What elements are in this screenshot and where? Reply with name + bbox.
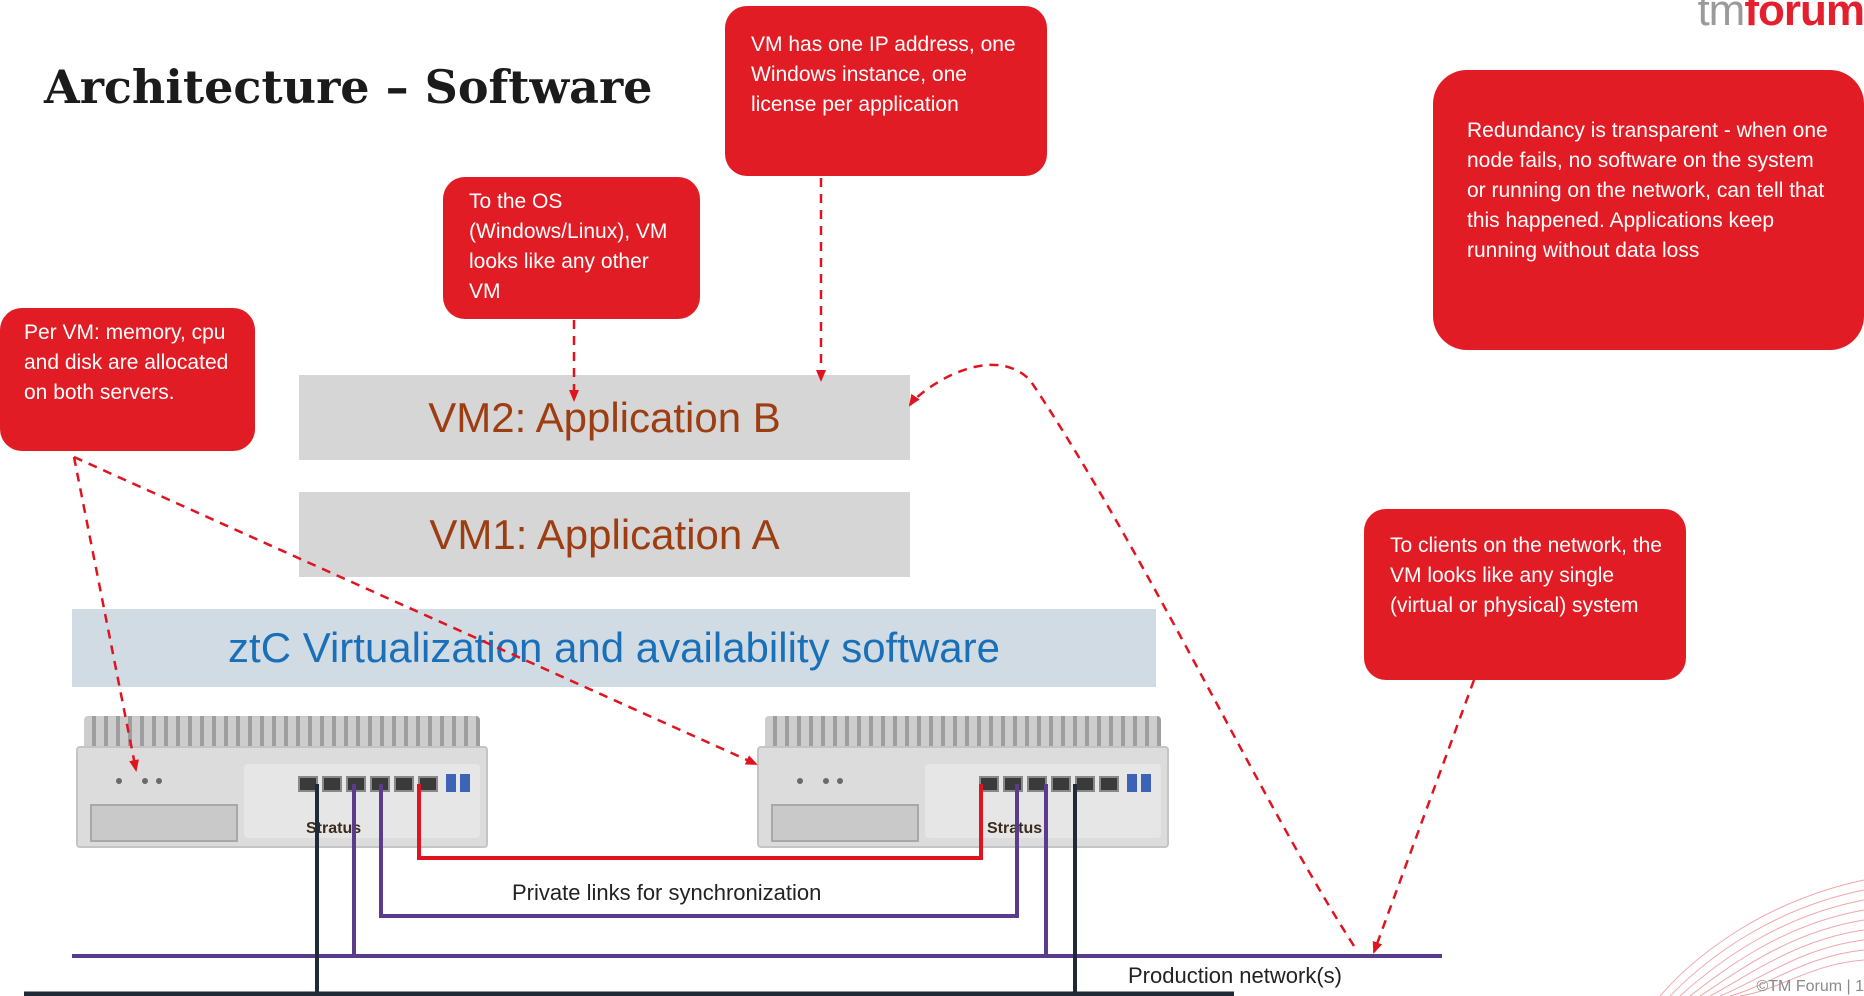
ethernet-port: [322, 776, 342, 792]
drive-bay: [90, 804, 238, 842]
status-led: [116, 778, 122, 784]
callout-clients: To clients on the network, the VM looks …: [1364, 509, 1686, 680]
callout-vm-ip: VM has one IP address, one Windows insta…: [725, 6, 1047, 176]
vm1-label: VM1: Application A: [429, 510, 780, 558]
server-brand: Stratus: [306, 820, 362, 837]
usb-port: [1127, 774, 1137, 792]
decorative-swirl: [1659, 879, 1864, 996]
sync-link-red: [417, 784, 983, 860]
status-led: [142, 778, 148, 784]
vm1-application-a-bar: VM1: Application A: [299, 492, 910, 577]
heatsink-fins: [765, 716, 1161, 750]
status-led: [797, 778, 803, 784]
vm2-label: VM2: Application B: [428, 393, 781, 441]
usb-port: [446, 774, 456, 792]
arrow-clients-to-network: [1372, 679, 1476, 954]
logo-suffix: forum: [1744, 0, 1864, 35]
ethernet-port: [394, 776, 414, 792]
slide-title: Architecture – Software: [44, 60, 653, 114]
arrow-per-vm-right: [73, 455, 758, 766]
server-node-left: Stratus: [76, 716, 488, 848]
heatsink-fins: [84, 716, 480, 750]
ethernet-port: [1051, 776, 1071, 792]
usb-port: [460, 774, 470, 792]
production-network-label: Production network(s): [1128, 963, 1342, 988]
footer-copyright: ©TM Forum | 1: [1756, 978, 1864, 995]
server-brand: Stratus: [987, 820, 1043, 837]
callout-os-view: To the OS (Windows/Linux), VM looks like…: [443, 177, 700, 319]
usb-port: [1141, 774, 1151, 792]
status-led: [156, 778, 162, 784]
logo-prefix: tm: [1697, 0, 1745, 35]
arrow-clients-to-vm2: [908, 363, 1356, 947]
callout-redundancy: Redundancy is transparent - when one nod…: [1433, 70, 1864, 350]
arrow-per-vm-left: [72, 456, 139, 772]
status-led: [837, 778, 843, 784]
private-link-purple: [379, 784, 1019, 918]
ethernet-port: [1099, 776, 1119, 792]
callout-per-vm: Per VM: memory, cpu and disk are allocat…: [0, 308, 255, 451]
server-node-right: Stratus: [757, 716, 1169, 848]
ztc-label: ztC Virtualization and availability soft…: [228, 624, 1000, 671]
status-led: [823, 778, 829, 784]
vm2-application-b-bar: VM2: Application B: [299, 375, 910, 460]
drive-bay: [771, 804, 919, 842]
private-links-label: Private links for synchronization: [512, 880, 822, 905]
ztc-software-bar: ztC Virtualization and availability soft…: [72, 609, 1156, 687]
tm-forum-logo: tmforum: [1697, 0, 1864, 36]
